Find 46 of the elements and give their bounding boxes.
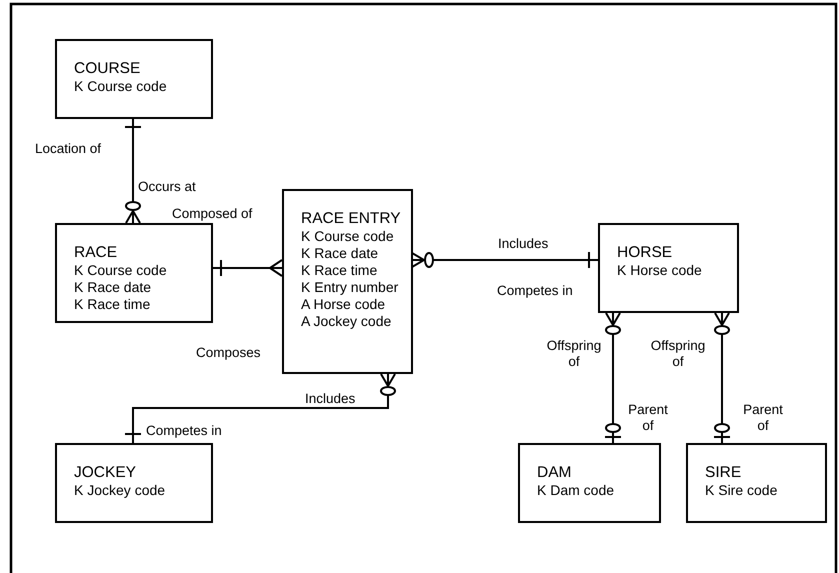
role-label: Parent of <box>627 402 669 434</box>
role-label: Composes <box>196 345 261 361</box>
attribute-text: A Horse code <box>301 296 386 313</box>
entity-box <box>686 443 827 523</box>
attribute-text: K Course code <box>74 78 168 95</box>
relationship-line <box>124 373 396 443</box>
relationship-line <box>411 251 598 269</box>
relationship-line <box>212 259 283 277</box>
entity-box <box>55 39 213 119</box>
entity-box <box>518 443 661 523</box>
entity-name: RACE ENTRY <box>301 209 402 228</box>
attribute-text: K Race date <box>74 279 152 296</box>
role-label: Composed of <box>172 206 252 222</box>
entity-box <box>55 223 213 323</box>
entity-box <box>282 189 413 374</box>
entity-box <box>598 223 739 313</box>
attribute-text: K Sire code <box>705 482 778 499</box>
attribute-text: K Dam code <box>537 482 616 499</box>
relationship-line <box>604 312 622 443</box>
relationship-line <box>124 118 142 224</box>
attribute-text: K Race time <box>301 262 378 279</box>
attribute-text: K Race time <box>74 296 152 313</box>
role-label: Offspring of <box>650 338 706 370</box>
entity-name: COURSE <box>74 59 142 78</box>
attribute-text: K Course code <box>301 228 395 245</box>
role-label: Occurs at <box>138 179 196 195</box>
role-label: Competes in <box>497 283 573 299</box>
entity-name: DAM <box>537 463 572 482</box>
attribute-text: K Entry number <box>301 279 400 296</box>
entity-name: SIRE <box>705 463 742 482</box>
role-label: Competes in <box>146 423 222 439</box>
role-label: Offspring of <box>546 338 602 370</box>
role-label: Parent of <box>742 402 784 434</box>
attribute-text: K Jockey code <box>74 482 166 499</box>
attribute-text: K Horse code <box>617 262 703 279</box>
attribute-text: K Course code <box>74 262 168 279</box>
role-label: Includes <box>498 236 548 252</box>
entity-name: RACE <box>74 243 118 262</box>
entity-name: HORSE <box>617 243 674 262</box>
entity-name: JOCKEY <box>74 463 138 482</box>
relationship-line <box>713 312 731 443</box>
entity-box <box>55 443 213 523</box>
role-label: Includes <box>305 391 356 407</box>
attribute-text: K Race date <box>301 245 380 262</box>
role-label: Location of <box>35 141 102 157</box>
attribute-text: A Jockey code <box>301 313 392 330</box>
